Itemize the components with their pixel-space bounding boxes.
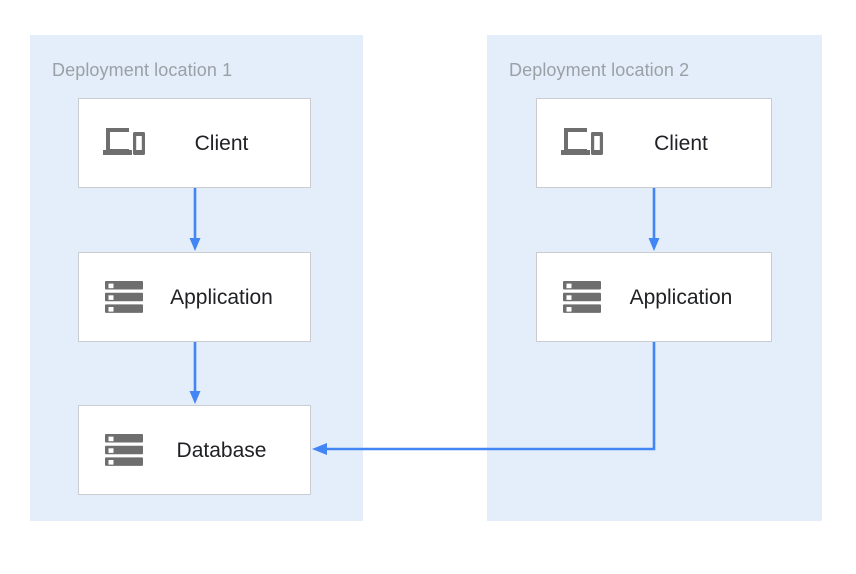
node-client-2-label: Client: [654, 131, 708, 155]
node-client-2[interactable]: Client: [536, 98, 772, 188]
node-application-2-label: Application: [629, 285, 733, 309]
node-client-1[interactable]: Client: [78, 98, 311, 188]
server-icon: [101, 274, 147, 320]
deployment-panel-1-title: Deployment location 1: [52, 60, 233, 80]
node-client-1-label: Client: [194, 131, 249, 155]
node-database-1[interactable]: Database: [78, 405, 311, 495]
node-application-1[interactable]: Application: [78, 252, 311, 342]
node-application-2[interactable]: Application: [536, 252, 772, 342]
deployment-panel-2-title: Deployment location 2: [509, 60, 690, 80]
node-application-1-label: Application: [170, 285, 273, 309]
devices-icon: [559, 120, 605, 166]
server-icon: [101, 427, 147, 473]
devices-icon: [101, 120, 147, 166]
node-database-1-label: Database: [176, 438, 267, 462]
server-icon: [559, 274, 605, 320]
